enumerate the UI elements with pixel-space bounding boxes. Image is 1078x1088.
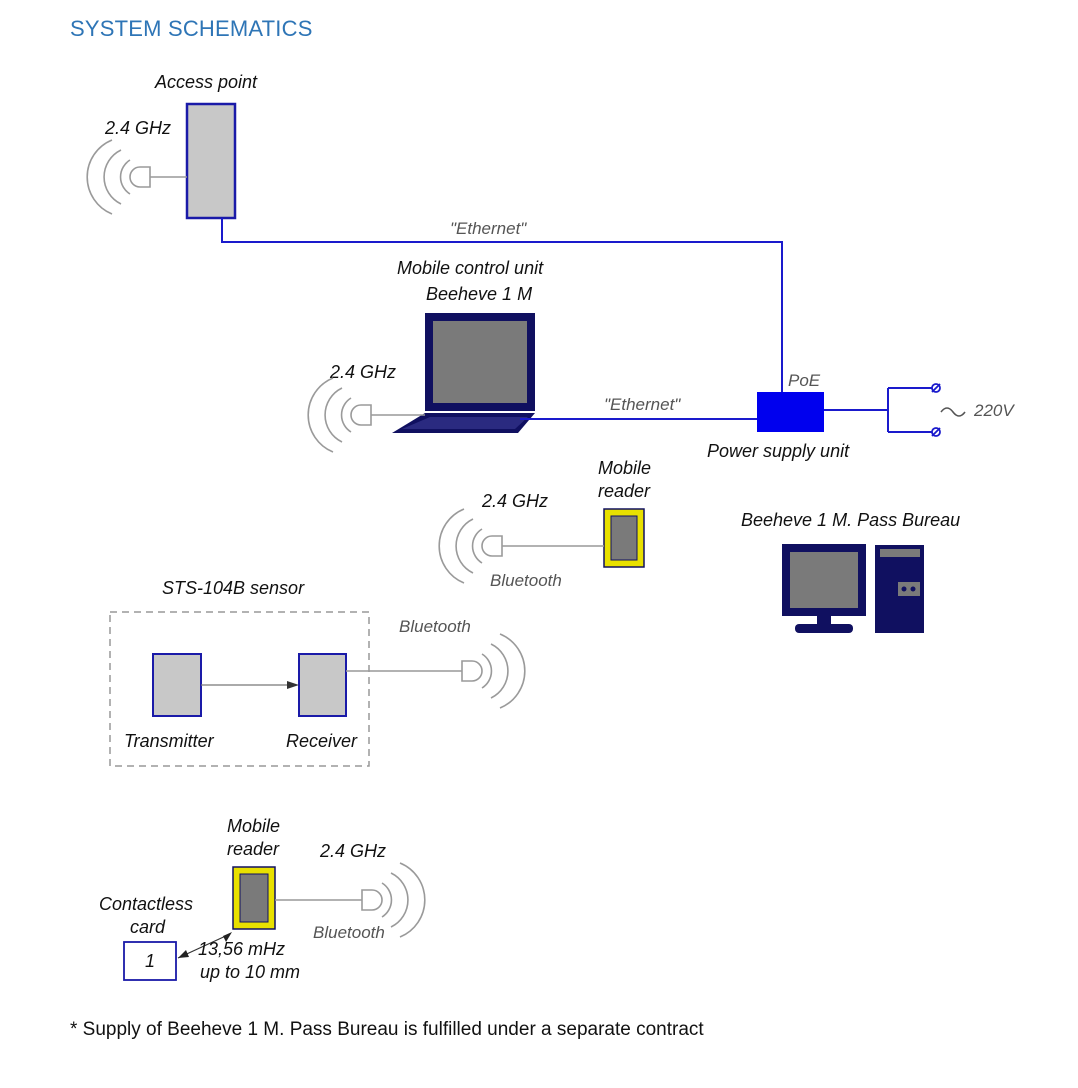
bluetooth-antenna-icon [361, 862, 426, 938]
mobile-reader-2-label: Mobile [227, 816, 280, 836]
arrow-left-icon [178, 950, 189, 958]
contactless-card-label: Contactless [99, 894, 193, 914]
bluetooth-antenna-icon [461, 633, 526, 709]
receiver-device [298, 653, 347, 717]
reader-bluetooth-label: Bluetooth [490, 571, 562, 590]
reader-2-bluetooth-label: Bluetooth [313, 923, 385, 942]
pass-bureau-label: Beeheve 1 M. Pass Bureau [741, 510, 960, 530]
power-supply-unit-device [757, 392, 824, 432]
footnote: * Supply of Beeheve 1 M. Pass Bureau is … [70, 1019, 704, 1040]
ac-symbol-icon [940, 407, 966, 417]
reader-freq-label: 2.4 GHz [481, 491, 548, 511]
sensor-bluetooth-label: Bluetooth [399, 617, 471, 636]
card-freq-label: 13,56 mHz [198, 939, 285, 959]
mobile-reader-device [603, 508, 645, 568]
transmitter-device [152, 653, 202, 717]
laptop-freq-label: 2.4 GHz [329, 362, 396, 382]
voltage-label: 220V [973, 401, 1015, 420]
mobile-control-unit-label: Mobile control unit [397, 258, 544, 278]
terminal-icon [931, 383, 941, 437]
mobile-control-unit-model-label: Beeheve 1 M [426, 284, 532, 304]
card-range-label: up to 10 mm [200, 962, 300, 982]
ethernet-top-label: "Ethernet" [450, 219, 527, 238]
arrow-right-icon [223, 932, 232, 942]
contactless-card-device [123, 941, 177, 981]
wifi-antenna-icon [438, 508, 503, 584]
arrow-right-icon [287, 681, 299, 689]
desktop-computer-icon [782, 544, 924, 633]
receiver-label: Receiver [286, 731, 358, 751]
transmitter-label: Transmitter [124, 731, 215, 751]
sensor-title-label: STS-104B sensor [162, 578, 305, 598]
sensor-enclosure [109, 611, 370, 767]
card-number-label: 1 [145, 951, 155, 971]
mobile-reader-label: Mobile [598, 458, 651, 478]
poe-label: PoE [788, 371, 821, 390]
contactless-card-label-line2: card [130, 917, 166, 937]
laptop-icon [392, 313, 535, 433]
ethernet-cable-top [221, 218, 783, 393]
power-supply-unit-label: Power supply unit [707, 441, 850, 461]
wifi-antenna-icon [307, 377, 372, 453]
access-point-freq-label: 2.4 GHz [104, 118, 171, 138]
access-point-label: Access point [154, 72, 258, 92]
mobile-reader-label-line2: reader [598, 481, 651, 501]
mobile-reader-2-device [232, 866, 276, 930]
reader-2-freq-label: 2.4 GHz [319, 841, 386, 861]
mobile-reader-2-label-line2: reader [227, 839, 280, 859]
access-point-device [185, 102, 237, 220]
wifi-antenna-icon [86, 139, 151, 215]
page-title: SYSTEM SCHEMATICS [70, 16, 313, 41]
ethernet-mid-label: "Ethernet" [604, 395, 681, 414]
